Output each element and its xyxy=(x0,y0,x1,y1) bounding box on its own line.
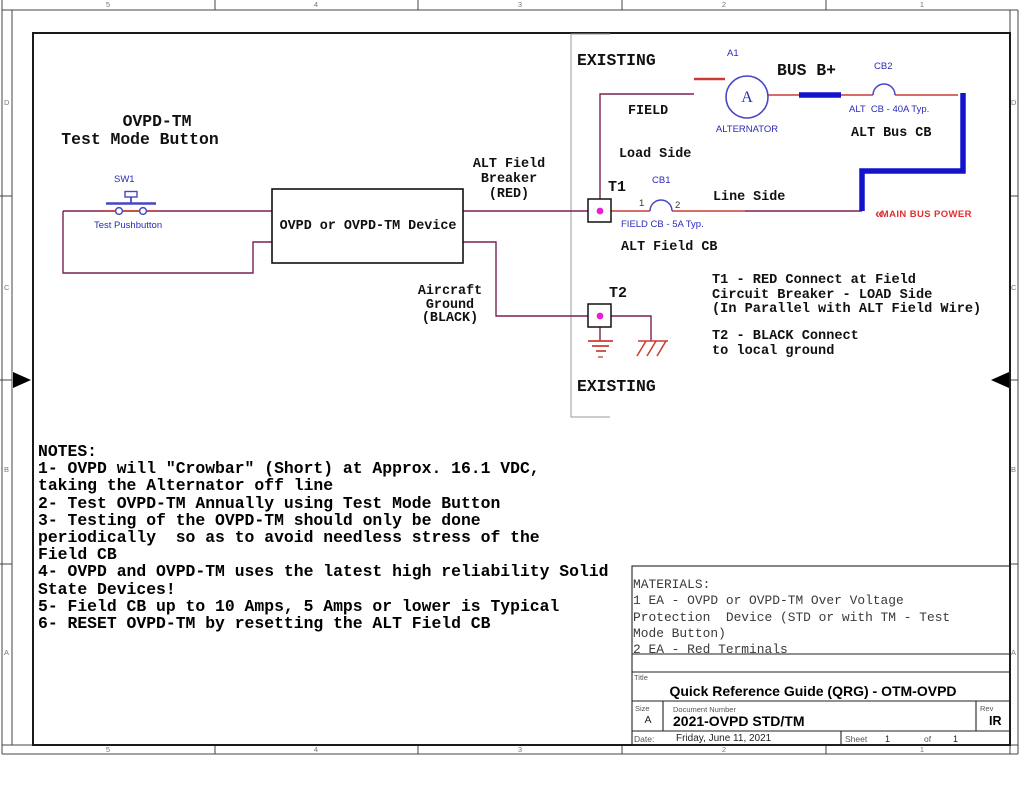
fold-arrow-right xyxy=(991,372,1009,388)
aircraft-ground-label: Aircraft Ground (BLACK) xyxy=(417,284,483,326)
drawing-title: Quick Reference Guide (QRG) - OTM-OVPD xyxy=(669,683,957,699)
red-wire-segments xyxy=(104,77,958,212)
field-cb-5a-label: FIELD CB - 5A Typ. xyxy=(621,219,704,230)
zone-left-b: B xyxy=(4,465,10,474)
cb1-pin1: 1 xyxy=(639,198,645,209)
zone-right-a: A xyxy=(1011,648,1017,657)
size-field-label: Size xyxy=(635,704,650,713)
zone-top-2: 2 xyxy=(721,0,727,9)
notes-block: NOTES: 1- OVPD will "Crowbar" (Short) at… xyxy=(38,442,609,634)
zone-right-d: D xyxy=(1011,98,1017,107)
sheet-of-label: of xyxy=(924,734,932,744)
pushbutton-switch xyxy=(106,190,156,216)
sheet-total: 1 xyxy=(953,734,959,744)
alternator-letter: A xyxy=(741,89,753,106)
title-field-label: Title xyxy=(634,673,648,682)
zone-left-c: C xyxy=(4,283,10,292)
bus-bar xyxy=(799,92,966,211)
fold-arrow-left xyxy=(13,372,31,388)
line-side-label: Line Side xyxy=(713,190,786,205)
doc-number-field-label: Document Number xyxy=(673,705,736,714)
materials-block: MATERIALS: 1 EA - OVPD or OVPD-TM Over V… xyxy=(633,577,951,658)
zone-top-5: 5 xyxy=(105,0,111,9)
title-block-grid xyxy=(631,565,1011,746)
cb2-label: CB2 xyxy=(874,61,893,72)
heading-line2: Test Mode Button xyxy=(61,130,219,149)
existing-top-label: EXISTING xyxy=(577,51,656,70)
zone-bottom-5: 5 xyxy=(105,745,111,754)
sw1-label: SW1 xyxy=(114,174,135,185)
doc-number-value: 2021-OVPD STD/TM xyxy=(673,713,805,729)
sheet-frame xyxy=(0,0,1019,755)
alternator-label: ALTERNATOR xyxy=(715,124,779,135)
alt-bus-cb-label: ALT Bus CB xyxy=(851,126,932,141)
a1-label: A1 xyxy=(727,48,739,59)
alt-field-breaker-label: ALT Field Breaker (RED) xyxy=(472,157,546,202)
earth-ground-symbol xyxy=(588,340,613,358)
zone-bottom-1: 1 xyxy=(919,745,925,754)
main-bus-power-text: MAIN BUS POWER xyxy=(880,209,972,220)
zone-left-a: A xyxy=(4,648,10,657)
main-bus-power-callout: «MAIN BUS POWER xyxy=(875,204,972,222)
zone-top-3: 3 xyxy=(517,0,523,9)
rev-field-label: Rev xyxy=(980,704,994,713)
existing-bottom-label: EXISTING xyxy=(577,377,656,396)
zone-bottom-3: 3 xyxy=(517,745,523,754)
date-value: Friday, June 11, 2021 xyxy=(676,733,772,744)
sheet-number: 1 xyxy=(885,734,891,744)
t1-label: T1 xyxy=(608,179,627,196)
chevron-left-icon: « xyxy=(875,205,883,221)
device-box xyxy=(271,188,464,264)
t2-label: T2 xyxy=(609,285,628,302)
alt-cb-40a-label: ALT CB - 40A Typ. xyxy=(849,104,930,115)
test-pushbutton-label: Test Pushbutton xyxy=(94,220,163,231)
cb1-pin2: 2 xyxy=(675,200,681,211)
circuit-breaker-arcs xyxy=(649,83,896,212)
cb2-arc xyxy=(872,83,896,96)
bus-b-plus-label: BUS B+ xyxy=(777,61,837,80)
t1-connect-note: T1 - RED Connect at Field Circuit Breake… xyxy=(712,273,982,318)
alternator-symbol xyxy=(725,75,769,119)
zone-bottom-2: 2 xyxy=(721,745,727,754)
load-side-label: Load Side xyxy=(619,147,692,162)
size-value: A xyxy=(644,714,652,726)
chassis-ground-symbol xyxy=(636,340,668,357)
zone-left-d: D xyxy=(4,98,10,107)
zone-right-c: C xyxy=(1011,283,1017,292)
t2-connect-note: T2 - BLACK Connect to local ground xyxy=(712,329,859,359)
alt-field-cb-label: ALT Field CB xyxy=(621,240,718,255)
wires xyxy=(62,93,862,341)
cb1-label: CB1 xyxy=(652,175,671,186)
terminal-t1-box xyxy=(587,198,612,223)
date-field-label: Date: xyxy=(634,734,655,744)
field-label: FIELD xyxy=(628,104,669,119)
terminal-t2-box xyxy=(587,303,612,328)
cb1-arc xyxy=(649,199,673,212)
zone-top-1: 1 xyxy=(919,0,925,9)
zone-bottom-4: 4 xyxy=(313,745,319,754)
heading-line1: OVPD-TM xyxy=(122,112,192,131)
sheet-field-label: Sheet xyxy=(845,734,868,744)
zone-right-b: B xyxy=(1011,465,1017,474)
device-label: OVPD or OVPD-TM Device xyxy=(279,219,457,234)
rev-value: IR xyxy=(989,714,1002,728)
zone-top-4: 4 xyxy=(313,0,319,9)
existing-boundary xyxy=(570,33,610,418)
